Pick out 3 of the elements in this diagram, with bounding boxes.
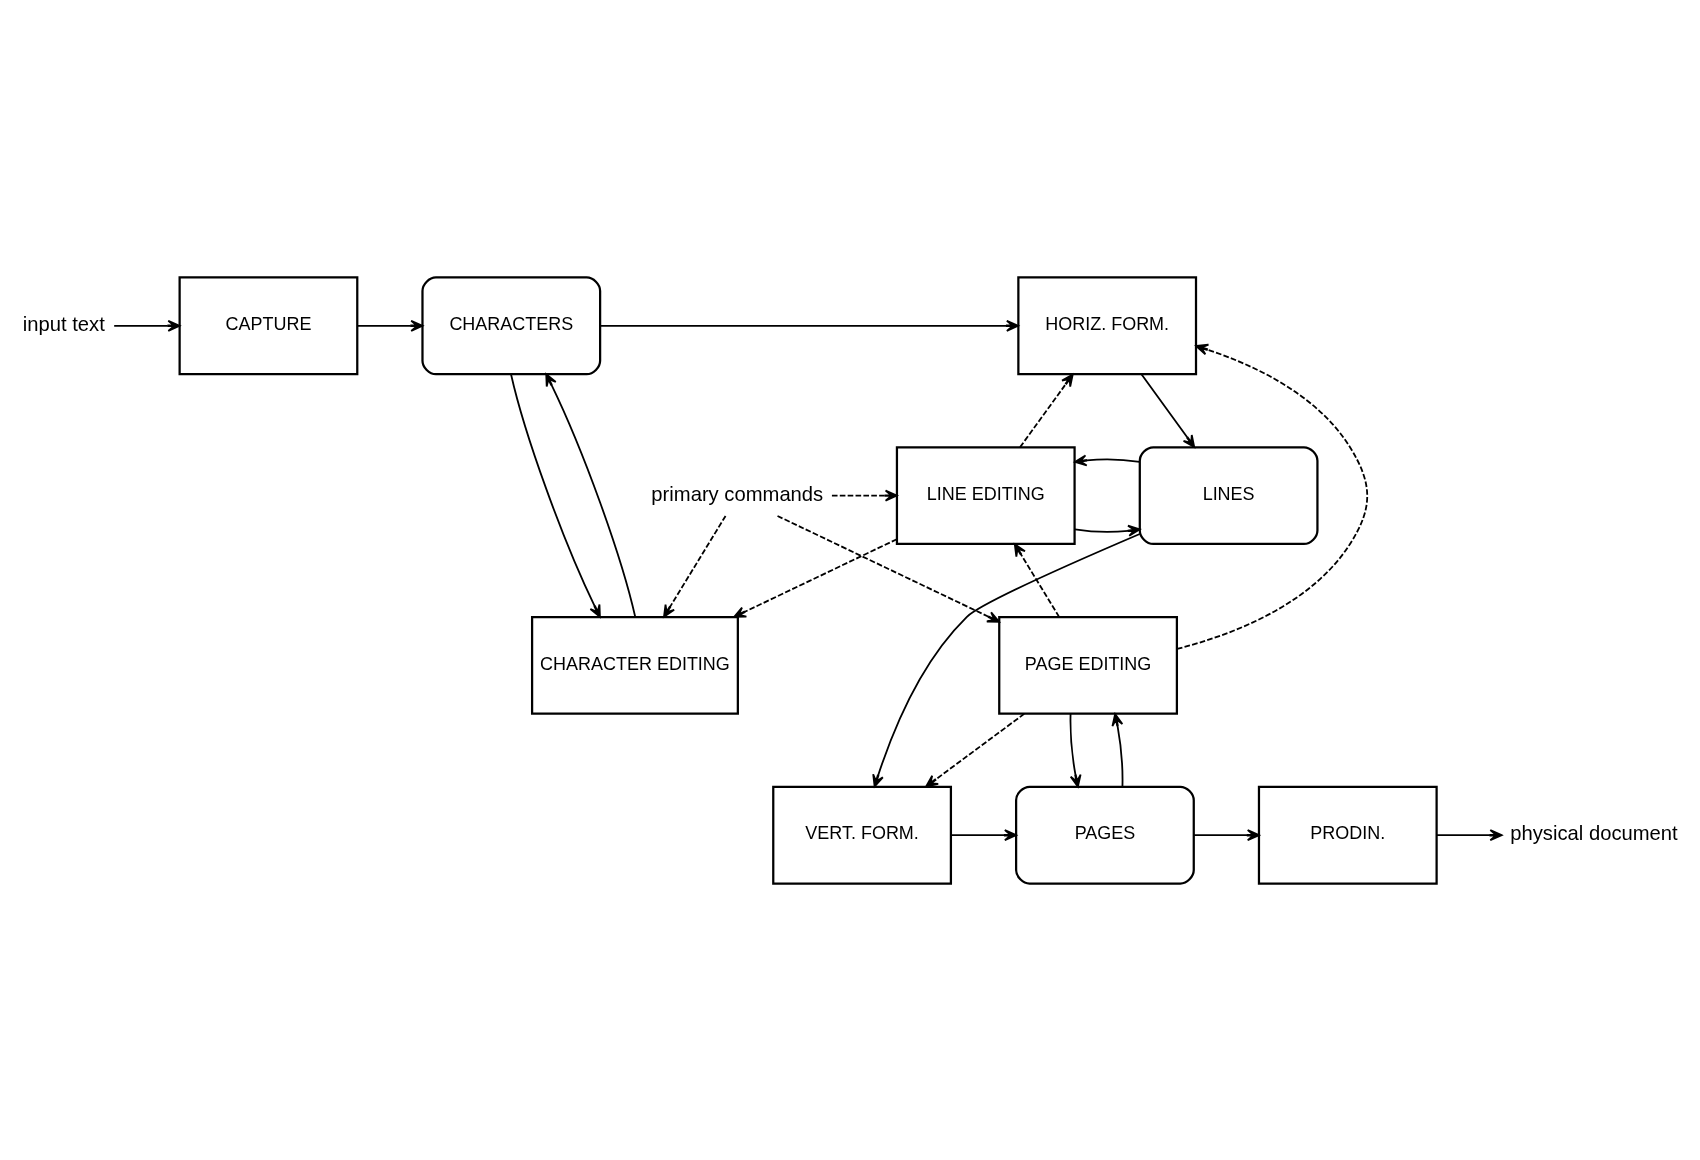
node-text: physical document: [1510, 821, 1678, 844]
node-text: primary commands: [651, 482, 824, 505]
node-text: input text: [22, 312, 105, 335]
